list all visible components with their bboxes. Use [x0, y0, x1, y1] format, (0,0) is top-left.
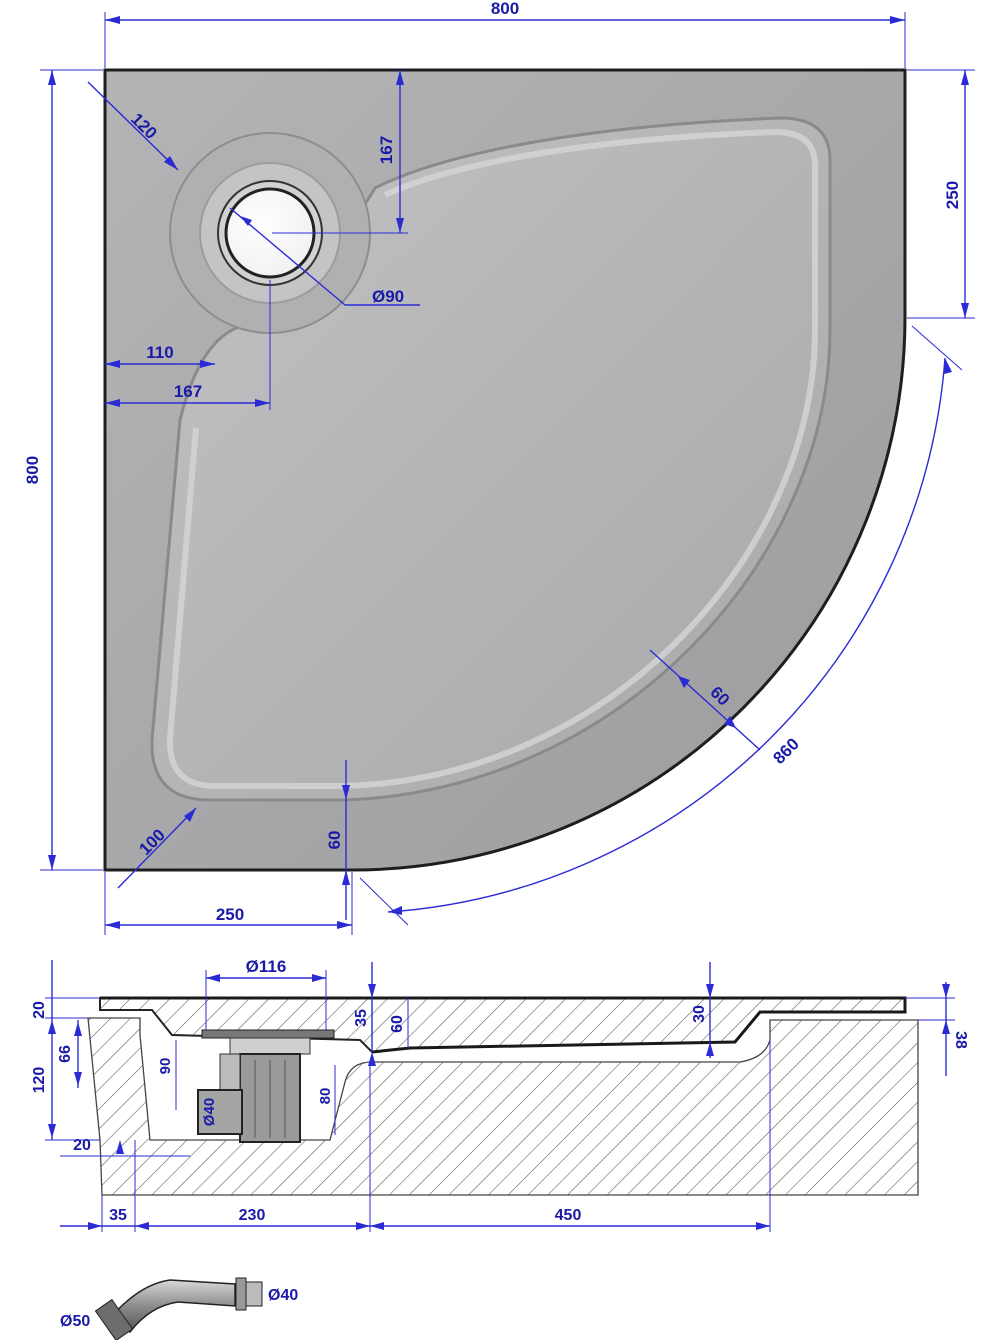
dim-section-h20-top: 20	[31, 960, 100, 1019]
basin-rim-shadow	[166, 128, 818, 789]
dim-bottom-60-label: 60	[325, 831, 344, 850]
dim-section-h60: 60	[389, 998, 409, 1048]
dim-top-800: 800	[104, 0, 906, 68]
dim-drain-top-167: 167	[272, 70, 408, 234]
siphon-elbow	[108, 1279, 236, 1334]
dim-section-h66: 66	[57, 1020, 82, 1088]
dim-right-250-label: 250	[943, 181, 962, 209]
dim-left-800: 800	[23, 69, 103, 871]
dim-drain-diameter: Ø90	[229, 207, 420, 306]
dim-section-h38: 38	[905, 982, 969, 1076]
waste-trap	[197, 1029, 335, 1143]
dim-section-h90: 90	[157, 1040, 177, 1110]
dim-section-h80: 80	[317, 1065, 336, 1135]
dim-bottom-250: 250	[104, 872, 353, 935]
dim-section-h35: 35	[353, 962, 376, 1066]
dim-section-h20-bottom: 20	[60, 1137, 190, 1157]
dim-top-800-label: 800	[491, 0, 519, 18]
dim-left-167-label: 167	[174, 382, 202, 401]
dim-section-h120: 120	[31, 1017, 100, 1141]
plan-view: 800 800 250 120	[23, 0, 975, 935]
dim-section-h38-label: 38	[952, 1031, 969, 1049]
siphon-d40-label: Ø40	[268, 1287, 298, 1304]
siphon-ring-left	[94, 1298, 134, 1340]
siphon-d50-label: Ø50	[60, 1313, 90, 1330]
dim-section-h20-bottom-label: 20	[73, 1137, 91, 1154]
dim-section-w450-label: 450	[555, 1207, 582, 1224]
dim-left-800-label: 800	[23, 456, 42, 484]
dim-section-h66-label: 66	[57, 1045, 74, 1063]
dim-right-250: 250	[907, 69, 975, 319]
dim-section-h35-label: 35	[353, 1009, 370, 1027]
siphon-cap	[245, 1281, 263, 1307]
dim-drain-top-167-label: 167	[377, 136, 396, 164]
dim-left-167: 167	[105, 280, 271, 410]
section-view: Ø116 20 120 66 20	[31, 957, 969, 1232]
siphon-pipe: Ø50 Ø40	[60, 1277, 298, 1340]
dim-bottom-250-label: 250	[216, 905, 244, 924]
dim-drain-diameter-label: Ø90	[372, 287, 404, 306]
dim-left-110-label: 110	[146, 343, 173, 362]
dim-section-d116-label: Ø116	[246, 957, 287, 976]
dim-left-110: 110	[105, 343, 215, 368]
dim-section-h80-label: 80	[317, 1088, 334, 1105]
dim-section-h20-top-label: 20	[31, 1001, 48, 1019]
base-hatched	[87, 1017, 919, 1196]
dim-section-w35-label: 35	[109, 1207, 127, 1224]
dim-bottom-60: 60	[325, 760, 350, 920]
dim-section-h60-label: 60	[389, 1015, 406, 1033]
siphon-ring-right	[235, 1277, 247, 1311]
dim-section-h120-label: 120	[31, 1067, 48, 1094]
dim-section-widths: 35 230 450	[60, 1040, 771, 1232]
dim-section-d116: Ø116	[205, 957, 327, 1030]
dim-section-h90-label: 90	[157, 1058, 174, 1075]
dim-section-d40: Ø40	[201, 1098, 218, 1126]
dim-section-w230-label: 230	[239, 1207, 266, 1224]
dim-section-h30: 30	[691, 962, 714, 1058]
dim-section-d40-label: Ø40	[201, 1098, 218, 1126]
dim-arc-860-label: 860	[769, 734, 802, 767]
dim-section-h30-label: 30	[691, 1005, 708, 1023]
